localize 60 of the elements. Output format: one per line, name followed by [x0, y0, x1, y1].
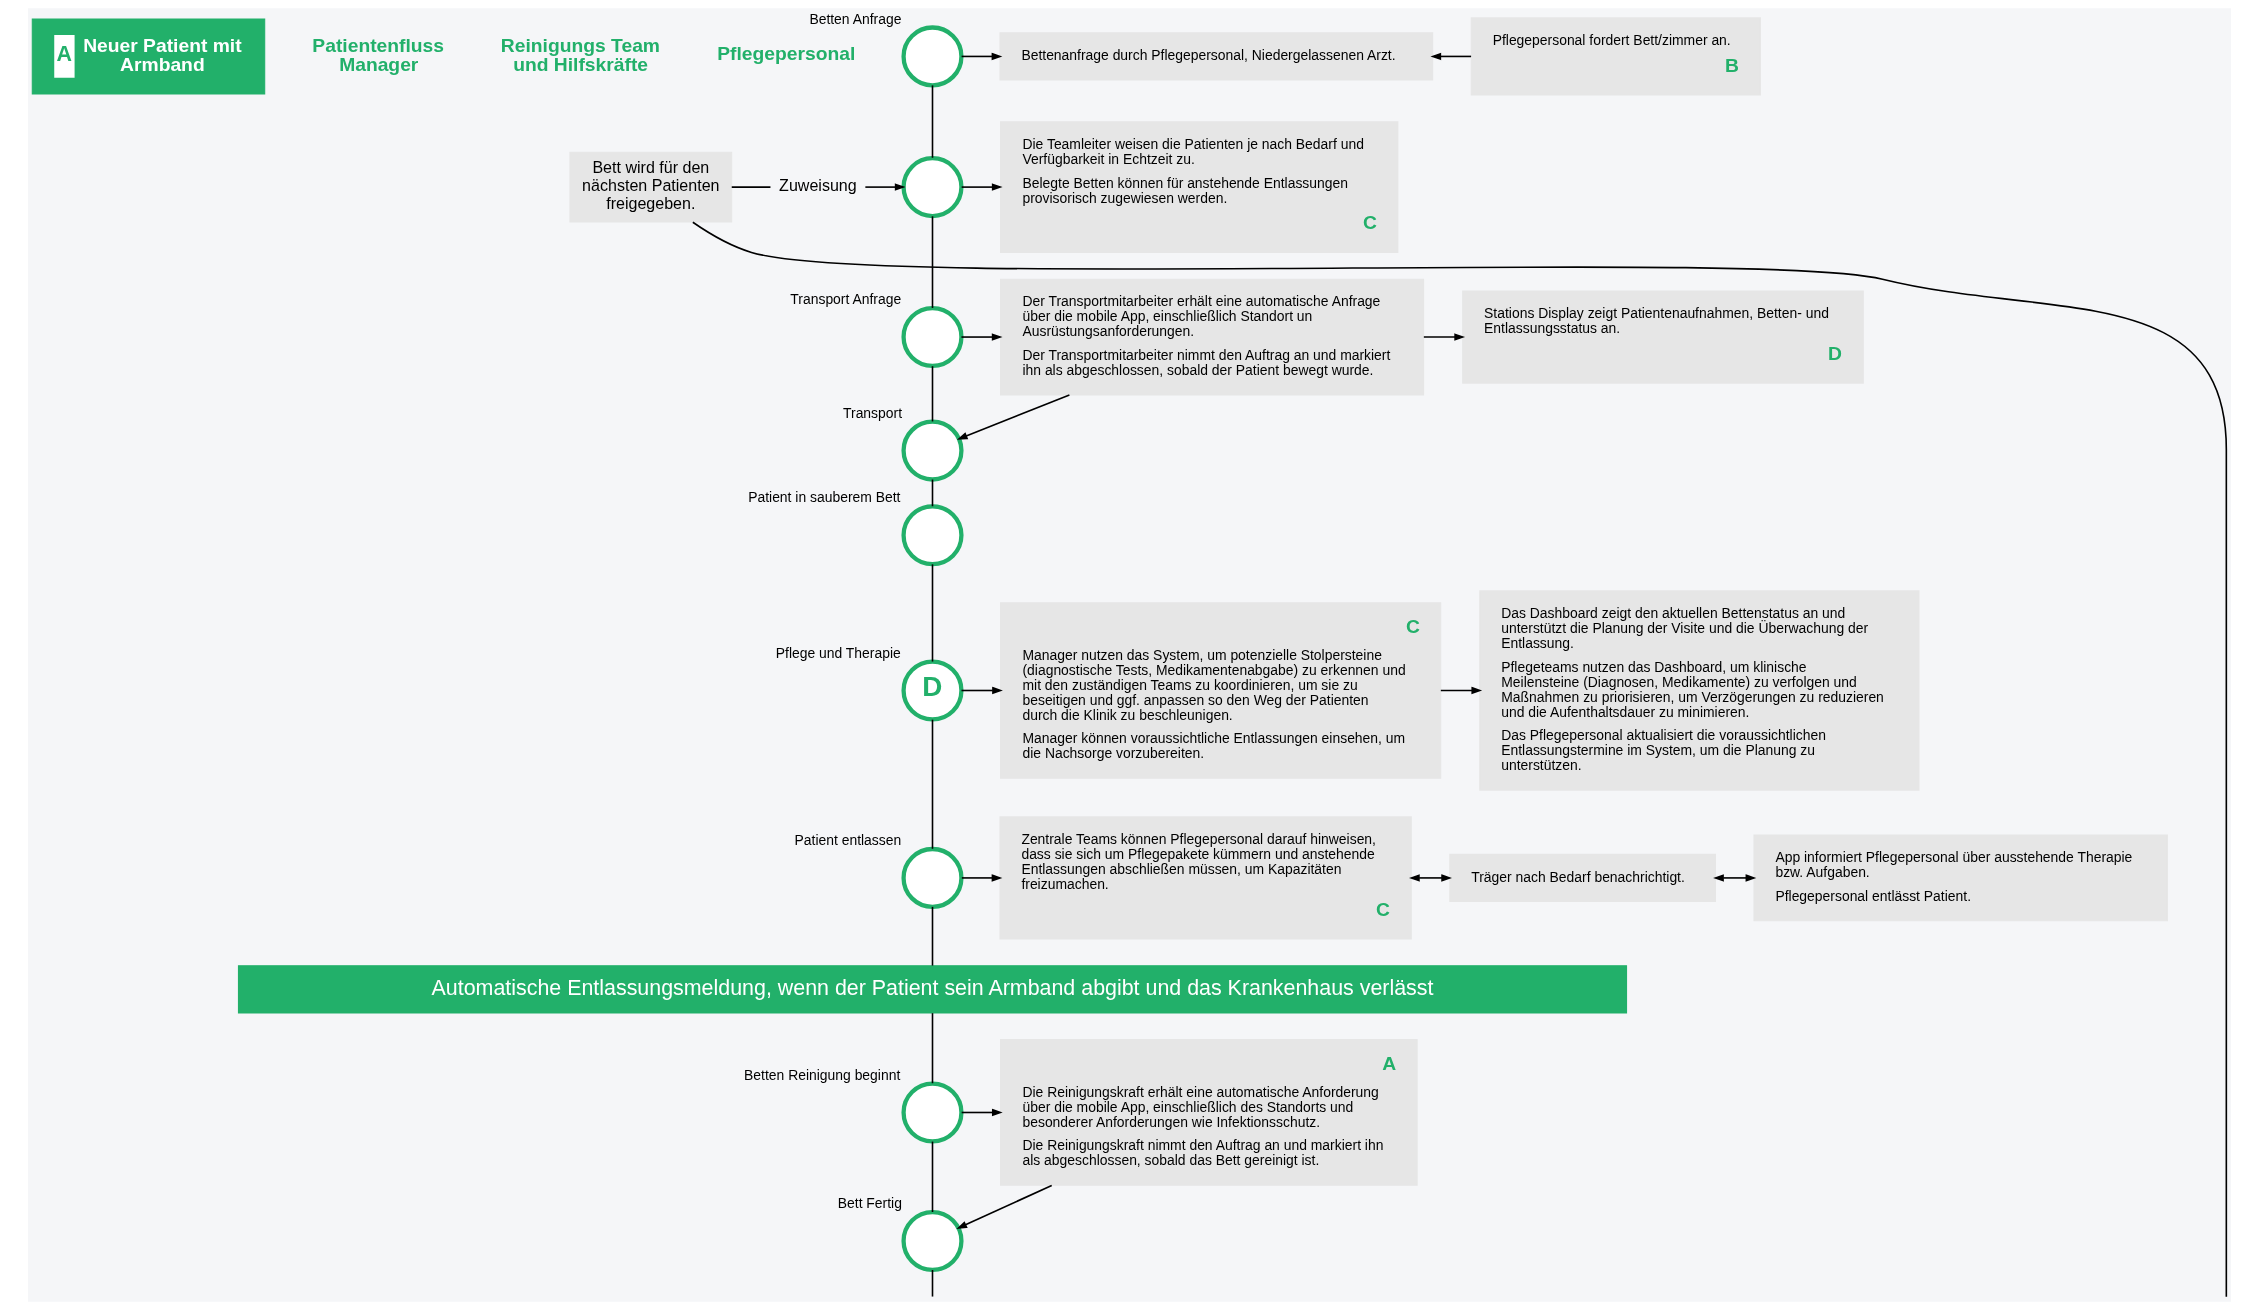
- connector: [931, 906, 934, 967]
- arrow: [956, 1184, 1053, 1230]
- connector: [931, 84, 934, 159]
- connector: [692, 221, 2228, 1298]
- label: Pflegepersonal: [717, 43, 856, 65]
- connector: [931, 365, 934, 423]
- arrow: [961, 874, 1003, 882]
- arrow: [864, 183, 906, 191]
- arrow: [956, 394, 1071, 440]
- node-circle: [901, 156, 964, 219]
- node-label: Transport: [843, 404, 903, 421]
- node-circle: [901, 504, 964, 567]
- node-label: Transport Anfrage: [790, 291, 902, 308]
- arrow: [1430, 52, 1472, 61]
- node-box: Pflegepersonal fordert Bett/zimmer an. B: [1470, 17, 1761, 96]
- node-box: Träger nach Bedarf benachrichtigt.: [1449, 853, 1716, 903]
- node-box: Die Teamleiter weisen die Patienten je nach Bedarf und Verfügbarkeit in Echtzeit zu. Belegte Betten können für anstehende Entlassungen provisorisch zugewiesen werden. C: [999, 121, 1399, 253]
- connector: [931, 1269, 934, 1298]
- node-box: Automatische Entlassungsmeldung, wenn der Patient sein Armband abgibt und das Krankenhaus verlässt: [237, 965, 1628, 1014]
- node-box: C Manager nutzen das System, um potenzielle Stolpersteine (diagnostische Tests, Medikamentenabgabe) zu erkennen und mit den zuständigen Teams zu koordinieren, um sie zu beseitigen und ggf. anpassen so den Weg der Patienten durch die Klinik zu beschleunigen. Manager können voraussichtliche Entlassungen einsehen, um die Nachsorge vorzubereiten.: [999, 602, 1442, 779]
- node-box: Bettenanfrage durch Pflegepersonal, Niedergelassenen Arzt.: [999, 32, 1434, 81]
- connector: [931, 478, 934, 508]
- connector: [931, 1012, 934, 1085]
- node-label: Bett Fertig: [837, 1195, 902, 1212]
- arrow: [1713, 874, 1757, 882]
- node-label: Betten Reinigung beginnt: [744, 1066, 901, 1083]
- connector: [931, 1140, 934, 1213]
- node-box: Das Dashboard zeigt den aktuellen Bettenstatus an und unterstützt die Planung der Visite und die Überwachung der Entlassung. Pflegeteams nutzen das Dashboard, um klinische Meilensteine (Diagnosen, Medikamente) zu verfolgen und Maßnahmen zu priorisieren, um Verzögerungen zu reduzieren und die Aufenthaltsdauer zu minimieren. Das Pflegepersonal aktualisiert die voraussichtlichen Entlassungstermine im System, um die Planung zu unterstützen.: [1479, 590, 1920, 791]
- node-circle: [901, 419, 964, 482]
- node-circle: [901, 25, 964, 88]
- connector: [730, 186, 772, 188]
- node-box: Stations Display zeigt Patientenaufnahmen, Betten- und Entlassungsstatus an. D: [1462, 290, 1864, 384]
- node-circle: D: [901, 659, 964, 722]
- node-text: Zuweisung: [779, 175, 857, 194]
- node-circle: [901, 1081, 964, 1144]
- node-label: Patient entlassen: [794, 832, 902, 849]
- node-box: Bett wird für den nächsten Patienten freigegeben.: [569, 151, 733, 223]
- arrow: [1440, 686, 1483, 695]
- node-circle: [901, 846, 964, 909]
- arrow: [1409, 874, 1452, 882]
- node-circle: [901, 306, 964, 369]
- node-label: Pflege und Therapie: [775, 644, 901, 661]
- arrow: [960, 686, 1003, 695]
- arrow: [960, 333, 1003, 341]
- arrow: [960, 1108, 1003, 1117]
- node-circle: [901, 1209, 964, 1273]
- node-box: Zentrale Teams können Pflegepersonal darauf hinweisen, dass sie sich um Pflegepakete kümmern und anstehende Entlassungen abschließen müssen, um Kapazitäten freizumachen. C: [999, 816, 1412, 940]
- label: Patientenfluss Manager: [312, 34, 445, 75]
- node-label: Patient in sauberem Bett: [748, 489, 901, 506]
- connector: [931, 563, 934, 663]
- node-box: App informiert Pflegepersonal über ausstehende Therapie bzw. Aufgaben. Pflegepersonal entlässt Patient.: [1753, 834, 2168, 922]
- node-box: Der Transportmitarbeiter erhält eine automatische Anfrage über die mobile App, einschließlich Standort un Ausrüstungsanforderungen. Der Transportmitarbeiter nimmt den Auftrag an und markiert ihn als abgeschlossen, sobald der Patient bewegt wurde.: [999, 278, 1425, 396]
- node-box: A Die Reinigungskraft erhält eine automatische Anforderung über die mobile App, einschließlich des Standorts und besonderer Anforderungen wie Infektionsschutz. Die Reinigungskraft nimmt den Auftrag an und markiert ihn als abgeschlossen, sobald das Bett gereinigt ist.: [999, 1039, 1418, 1186]
- connector: [931, 215, 934, 309]
- node-label: Betten Anfrage: [809, 10, 902, 27]
- connector: [931, 718, 934, 850]
- arrow: [960, 183, 1003, 191]
- arrow: [1423, 333, 1466, 341]
- label: Reinigungs Team und Hilfskräfte: [500, 34, 661, 75]
- arrow: [960, 52, 1003, 61]
